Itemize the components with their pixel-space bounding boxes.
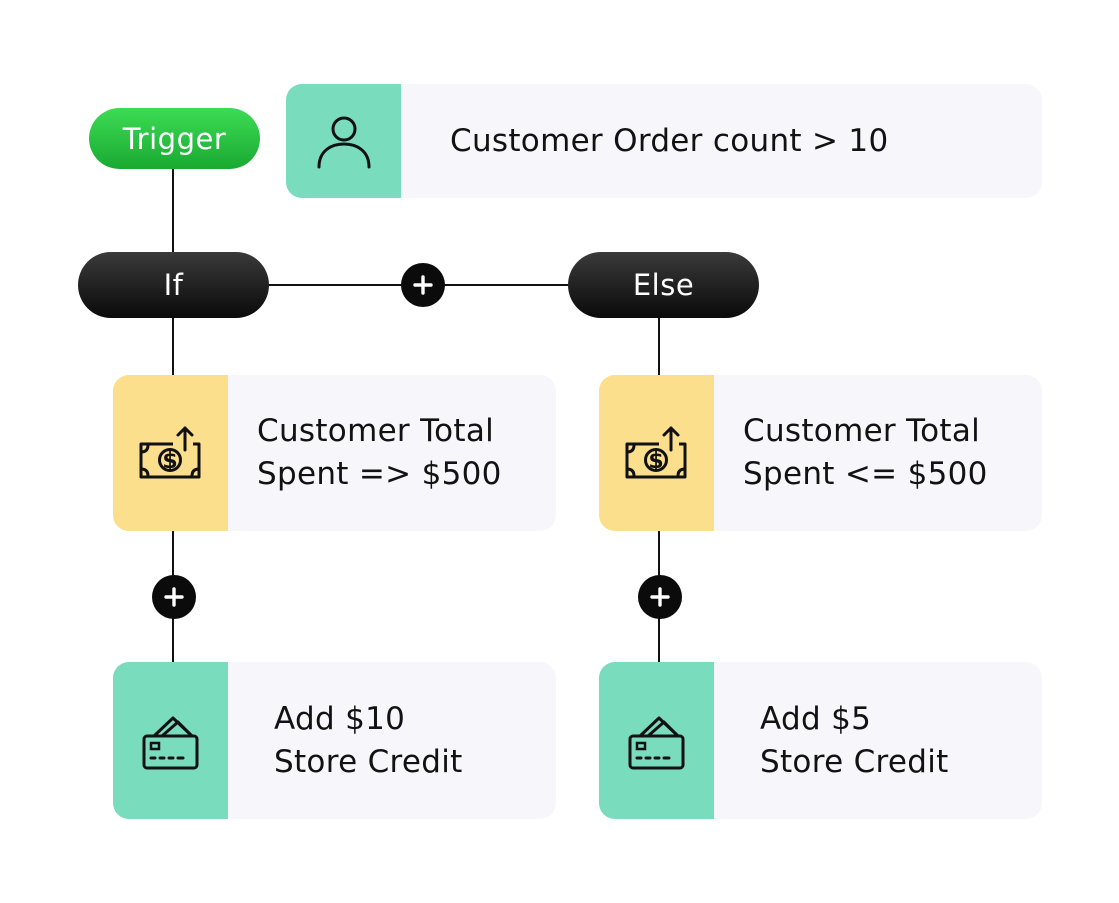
trigger-pill: Trigger: [89, 108, 260, 169]
if-pill: If: [78, 252, 269, 318]
if-label: If: [163, 268, 184, 302]
else-action-line1: Add $5: [760, 700, 872, 737]
if-condition-text: Customer Total Spent => $500: [228, 375, 502, 531]
else-label: Else: [632, 268, 695, 302]
else-condition-card[interactable]: $ Customer Total Spent <= $500: [599, 375, 1042, 531]
credit-card-icon: [628, 716, 684, 769]
else-condition-line2: Spent <= $500: [743, 456, 988, 492]
else-action-icon-box: [599, 662, 714, 819]
add-branch-button[interactable]: [401, 263, 445, 307]
else-pill: Else: [568, 252, 759, 318]
trigger-icon-box: [286, 84, 401, 198]
add-if-step-button[interactable]: [152, 575, 196, 619]
trigger-condition-text: Customer Order count > 10: [401, 84, 888, 198]
else-action-text: Add $5 Store Credit: [714, 662, 949, 819]
plus-icon: [650, 587, 670, 607]
if-action-text: Add $10 Store Credit: [228, 662, 463, 819]
money-up-icon: $: [625, 426, 686, 479]
add-else-step-button[interactable]: [638, 575, 682, 619]
trigger-label: Trigger: [122, 121, 227, 156]
if-action-card[interactable]: Add $10 Store Credit: [113, 662, 556, 819]
user-icon: [317, 116, 370, 169]
svg-text:$: $: [648, 449, 663, 474]
money-up-icon: $: [139, 426, 200, 479]
if-action-line2: Store Credit: [274, 743, 463, 780]
plus-icon: [413, 275, 433, 295]
if-action-icon-box: [113, 662, 228, 819]
credit-card-icon: [142, 716, 198, 769]
if-condition-line1: Customer Total: [257, 413, 495, 449]
else-action-card[interactable]: Add $5 Store Credit: [599, 662, 1042, 819]
connector-else-to-condition: [658, 318, 660, 376]
if-action-line1: Add $10: [274, 700, 406, 737]
trigger-condition-card[interactable]: Customer Order count > 10: [286, 84, 1042, 198]
else-condition-line1: Customer Total: [743, 413, 981, 449]
if-condition-card[interactable]: $ Customer Total Spent => $500: [113, 375, 556, 531]
connector-if-to-condition: [172, 318, 174, 376]
else-action-line2: Store Credit: [760, 743, 949, 780]
else-condition-text: Customer Total Spent <= $500: [714, 375, 988, 531]
else-condition-icon-box: $: [599, 375, 714, 531]
svg-text:$: $: [162, 449, 177, 474]
connector-trigger-to-if: [172, 168, 174, 254]
if-condition-icon-box: $: [113, 375, 228, 531]
plus-icon: [164, 587, 184, 607]
trigger-condition-label: Customer Order count > 10: [450, 122, 889, 159]
if-condition-line2: Spent => $500: [257, 456, 502, 492]
